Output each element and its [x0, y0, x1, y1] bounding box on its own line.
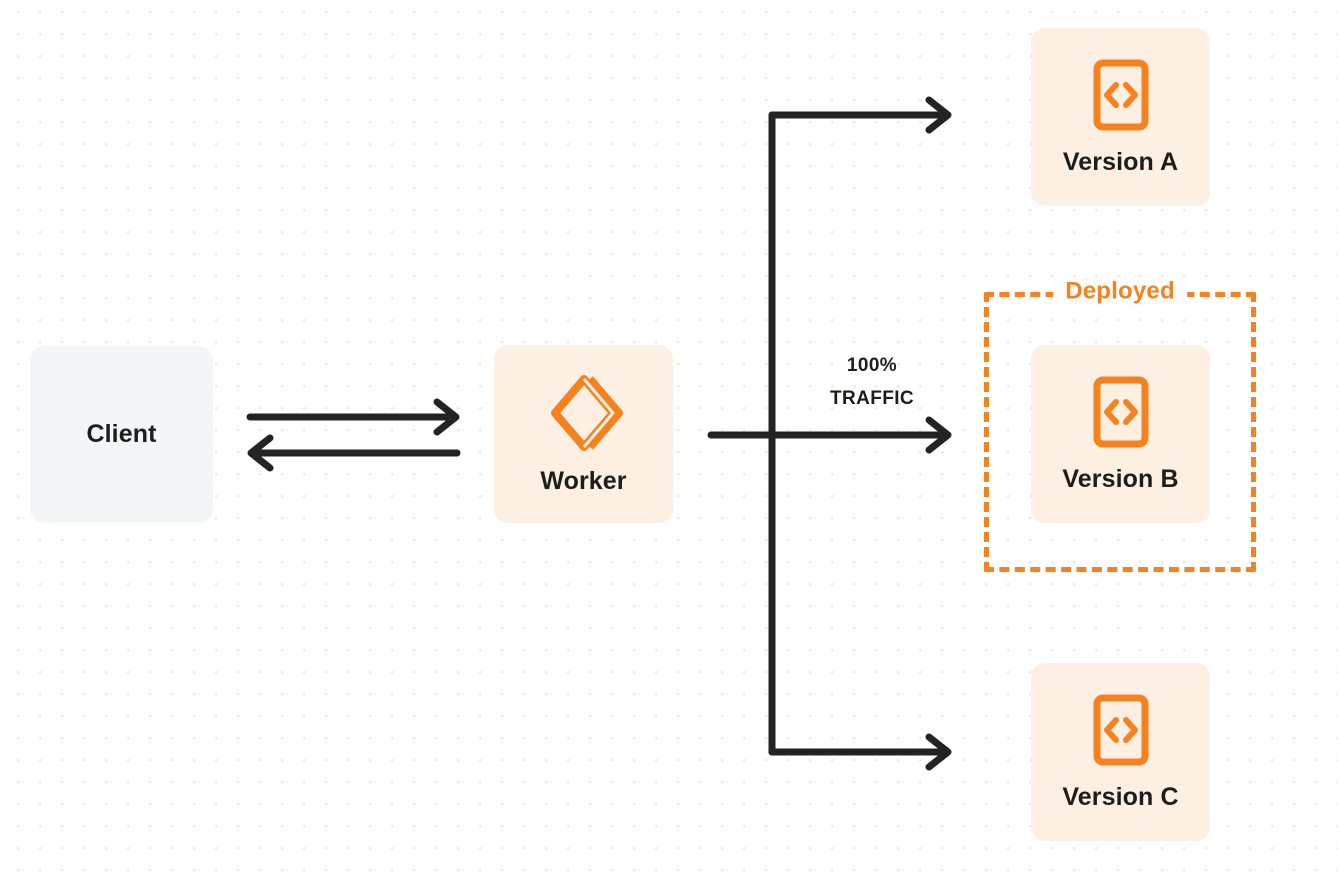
node-client[interactable]: Client [30, 346, 213, 523]
arrow-to-version-b [768, 416, 952, 454]
node-worker-label: Worker [540, 466, 627, 495]
arrow-to-version-c [768, 733, 952, 771]
arrow-client-to-worker [246, 398, 460, 436]
deployed-group: Deployed [984, 277, 1256, 572]
node-version-c-label: Version C [1062, 782, 1179, 811]
node-version-c[interactable]: Version C [1031, 663, 1210, 841]
node-client-label: Client [86, 420, 157, 448]
deployed-group-label: Deployed [1053, 277, 1187, 306]
node-version-b-label: Version B [1062, 464, 1179, 493]
cloudflare-workers-logo-icon [543, 373, 625, 453]
code-file-icon [1092, 58, 1150, 132]
code-file-icon [1092, 375, 1150, 449]
arrow-to-version-a [768, 96, 952, 134]
arrow-worker-to-client [247, 434, 461, 472]
node-version-a-label: Version A [1062, 147, 1179, 176]
node-worker[interactable]: Worker [494, 345, 673, 523]
node-version-a[interactable]: Version A [1031, 28, 1210, 206]
code-file-icon [1092, 693, 1150, 767]
node-version-b[interactable]: Version B [1031, 345, 1210, 523]
